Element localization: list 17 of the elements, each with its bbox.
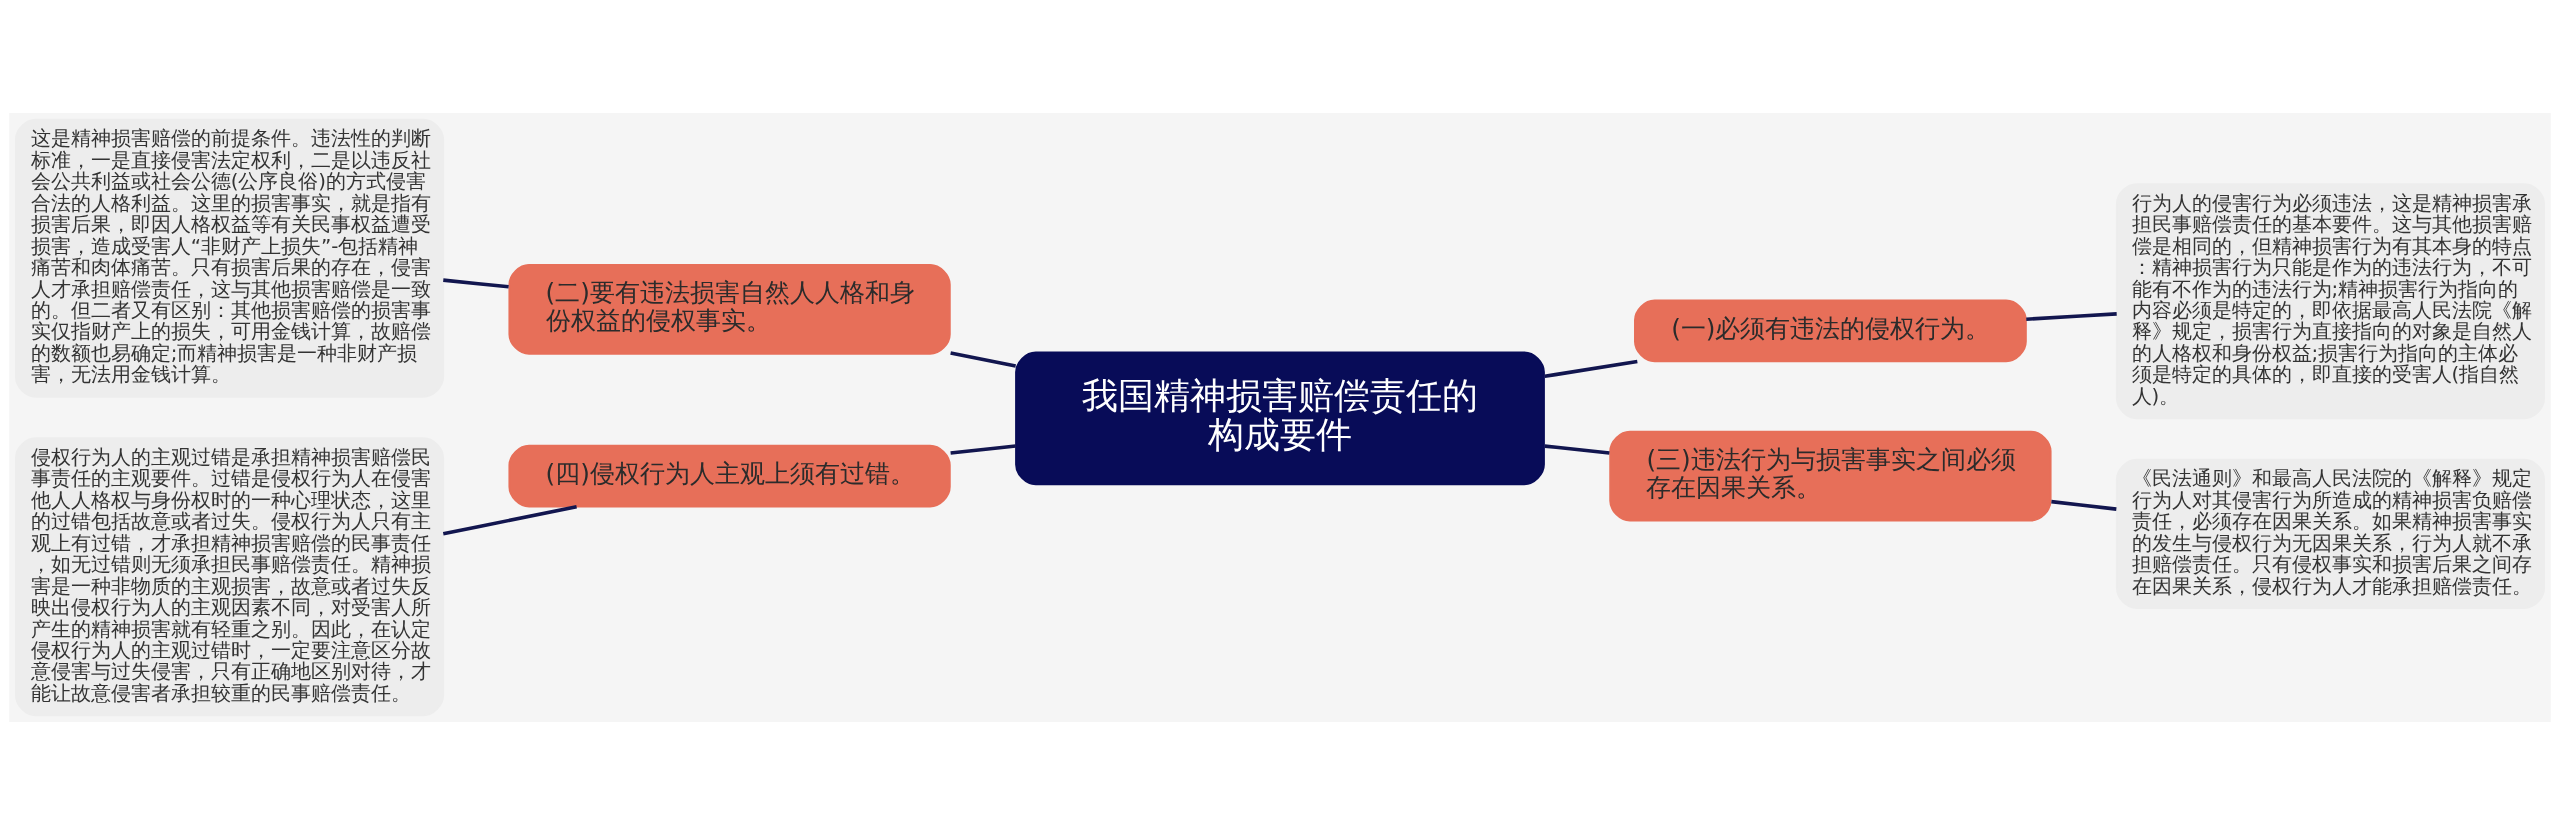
node-box: (二)要有违法损害自然人人格和身份权益的侵权事实。 <box>508 263 951 355</box>
node-box: 《民法通则》和最高人民法院的《解释》规定行为人对其侵害行为所造成的精神损害负赔偿责任，必须存在因果关系。如果精神损害事实的发生与侵权行为无因果关系，行为人就不承担赔偿责任。只有侵权事实和损害后果之间存在因果关系，侵权行为人才能承担赔偿责任。 <box>2115 458 2546 609</box>
node-box: 侵权行为人的主观过错是承担精神损害赔偿民事责任的主观要件。过错是侵权行为人在侵害他人人格权与身份权时的一种心理状态，这里的过错包括故意或者过失。侵权行为人只有主观上有过错，才承担精神损害赔偿的民事责任，如无过错则无须承担民事赔偿责任。精神损害是一种非物质的主观损害，故意或者过失反映出侵权行为人的主观因素不同，对受害人所产生的精神损害就有轻重之别。因此，在认定侵权行为人的主观过错时，一定要注意区分故意侵害与过失侵害，只有正确地区别对待，才能让故意侵害者承担较重的民事赔偿责任。 <box>14 436 445 716</box>
node-box: (一)必须有违法的侵权行为。 <box>1634 299 2027 362</box>
connector <box>950 350 1016 368</box>
connector <box>1544 443 1610 455</box>
connector <box>950 443 1016 455</box>
node-box: (三)违法行为与损害事实之间必须存在因果关系。 <box>1609 430 2052 521</box>
connector <box>2051 499 2117 511</box>
node-box: 我国精神损害赔偿责任的构成要件 <box>1015 351 1545 485</box>
node-box: (四)侵权行为人主观上须有过错。 <box>508 444 951 507</box>
connector <box>1544 359 1638 378</box>
connector <box>2026 311 2117 321</box>
connector <box>443 277 509 289</box>
node-box: 这是精神损害赔偿的前提条件。违法性的判断标准，一是直接侵害法定权利，二是以违反社会公共利益或社会公德(公序良俗)的方式侵害合法的人格利益。这里的损害事实，就是指有损害后果，即因人格权益等有关民事权益遭受损害，造成受害人“非财产上损失”-包括精神痛苦和肉体痛苦。只有损害后果的存在，侵害人才承担赔偿责任，这与其他损害赔偿是一致的。但二者又有区别：其他损害赔偿的损害事实仅指财产上的损失，可用金钱计算，故赔偿的数额也易确定;而精神损害是一种非财产损害，无法用金钱计算。 <box>14 118 445 398</box>
node-box: 行为人的侵害行为必须违法，这是精神损害承担民事赔偿责任的基本要件。这与其他损害赔偿是相同的，但精神损害行为有其本身的特点：精神损害行为只能是作为的违法行为，不可能有不作为的违法行为;精神损害行为指向的内容必须是特定的，即依据最高人民法院《解释》规定，损害行为直接指向的对象是自然人的人格权和身份权益;损害行为指向的主体必须是特定的具体的，即直接的受害人(指自然人)。 <box>2115 182 2546 419</box>
connector <box>442 504 577 536</box>
